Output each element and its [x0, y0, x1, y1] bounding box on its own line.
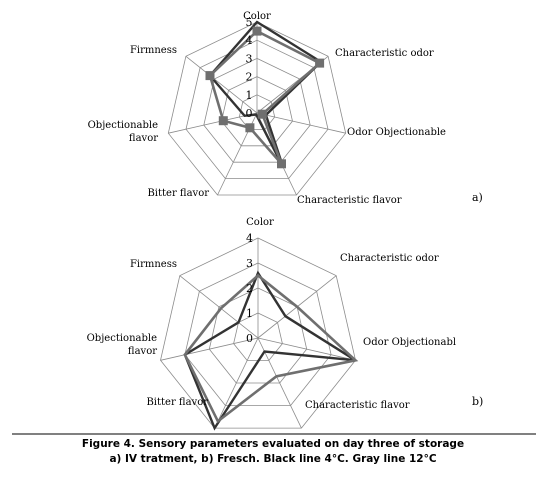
axis-spoke: [168, 112, 258, 134]
grid-ring: [184, 262, 332, 407]
axis-label: Firmness: [130, 45, 177, 56]
tick-label: 3: [246, 257, 253, 270]
axis-spoke: [256, 112, 346, 134]
caption-line-2: a) IV tratment, b) Fresch. Black line 4°…: [109, 453, 436, 465]
axis-label: Odor Objectionable: [347, 127, 446, 138]
tick-label: 2: [246, 282, 253, 295]
tick-label: 4: [246, 34, 253, 47]
axis-spoke: [257, 337, 356, 361]
axis-label: Firmness: [130, 259, 177, 270]
axis-spoke: [179, 275, 259, 339]
tick-label: 0: [246, 107, 253, 120]
series-line: [183, 270, 357, 431]
tick-label: 1: [246, 89, 253, 102]
series-line: [183, 273, 359, 424]
axis-label: Characteristic flavor: [305, 400, 410, 411]
grid-ring: [185, 39, 329, 180]
tick-label: 1: [246, 307, 253, 320]
axis-spoke: [160, 337, 259, 361]
tick-label: 2: [246, 71, 253, 84]
grid-ring: [160, 237, 356, 429]
panel-label: a): [472, 191, 483, 204]
series-marker: [252, 26, 262, 36]
axis-label: Color: [246, 217, 274, 228]
caption-line-1: Figure 4. Sensory parameters evaluated o…: [82, 438, 464, 450]
axis-label: Characteristic odor: [335, 48, 434, 59]
axis-label: Bitter flavor: [146, 397, 208, 408]
axis-label: Color: [243, 11, 271, 22]
series-marker: [218, 116, 228, 126]
series-marker: [277, 159, 286, 169]
grid-ring: [167, 21, 347, 196]
axis-label: Odor Objectionabl: [363, 337, 456, 348]
axis-label: Bitter flavor: [147, 188, 209, 199]
axis-label: Characteristic odor: [340, 253, 439, 264]
tick-label: 5: [246, 16, 253, 29]
tick-label: 0: [246, 332, 253, 345]
axis-spoke: [214, 337, 259, 429]
tick-label: 4: [246, 232, 253, 245]
series-marker: [245, 123, 255, 133]
tick-label: 3: [246, 52, 253, 65]
series-line: [208, 29, 322, 165]
series-marker: [257, 109, 267, 119]
axis-spoke: [185, 55, 258, 114]
series-marker: [315, 58, 325, 68]
series-marker: [205, 71, 215, 81]
axis-label: Characteristic flavor: [297, 195, 402, 206]
axis-spoke: [257, 337, 302, 429]
panel-label: b): [472, 395, 483, 408]
